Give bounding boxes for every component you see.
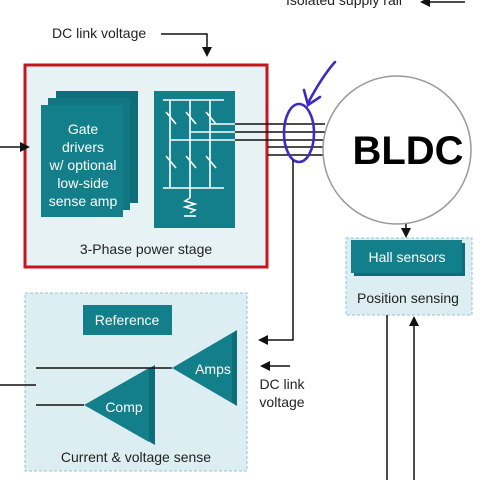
- position-sensing-label: Position sensing: [357, 290, 459, 306]
- phase-wires: [235, 123, 325, 156]
- dc-link-voltage-side-line1: DC link: [259, 376, 305, 392]
- sense-signal-lines: [0, 367, 172, 406]
- reference-label: Reference: [95, 312, 160, 328]
- gate-driver-line2: drivers: [62, 139, 104, 155]
- dc-link-voltage-side-line2: voltage: [259, 394, 304, 410]
- current-voltage-sense-label: Current & voltage sense: [61, 449, 211, 465]
- amps-label: Amps: [195, 361, 231, 377]
- power-stage-caption: 3-Phase power stage: [80, 241, 213, 257]
- gate-driver-line4: low-side: [57, 175, 109, 191]
- bldc-motor: [322, 75, 472, 225]
- isolated-supply-rail-label: Isolated supply rail: [286, 0, 402, 8]
- comp-triangle: [84, 368, 149, 442]
- phase-feedback-arrow: [258, 160, 294, 345]
- reference-block: [83, 305, 172, 335]
- amps-triangle: [172, 333, 232, 403]
- hall-sensors-block: [351, 240, 462, 273]
- hall-sensors-label: Hall sensors: [368, 249, 445, 265]
- dc-link-voltage-top-arrow: [161, 33, 212, 57]
- gate-driver-line3: w/ optional: [49, 157, 117, 173]
- switch-schematic: [163, 99, 235, 217]
- dc-link-voltage-top-label: DC link voltage: [52, 25, 146, 41]
- comp-label: Comp: [105, 399, 143, 415]
- annotation-mark-icon: [282, 60, 337, 164]
- inverter-bridge-block: [154, 91, 235, 228]
- gate-driver-line5: sense amp: [49, 193, 118, 209]
- gate-driver-block: Gate drivers w/ optional low-side sense …: [41, 91, 138, 217]
- bldc-motor-label: BLDC: [352, 129, 463, 173]
- gate-driver-line1: Gate: [68, 121, 99, 137]
